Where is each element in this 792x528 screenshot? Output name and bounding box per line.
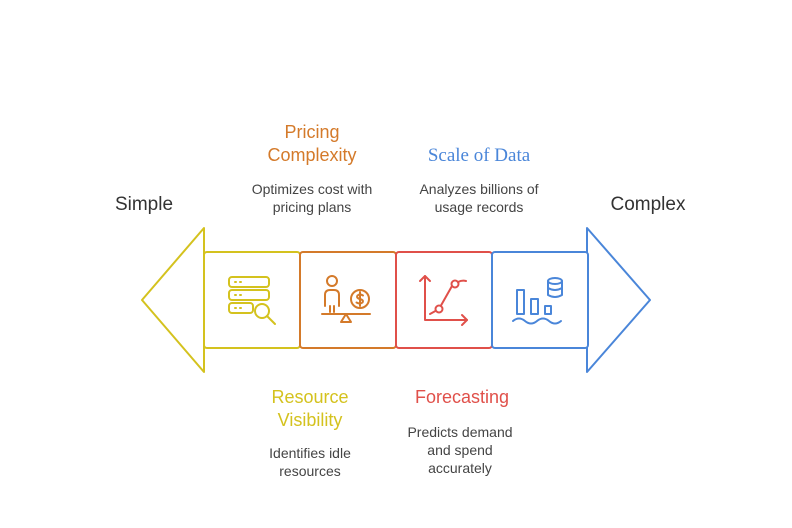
title-line: Scale of Data [427, 145, 531, 166]
step-title-pricing-complexity: Pricing Complexity [222, 121, 402, 167]
description-line: Analyzes billions of [419, 181, 539, 197]
title-line: Visibility [277, 410, 343, 430]
description-line: Optimizes cost with [251, 181, 373, 197]
step-box-scale-of-data [491, 251, 589, 349]
right-arrow-head [586, 227, 651, 373]
scale-right-label: Complex [610, 194, 686, 215]
description-line: accurately [428, 460, 492, 476]
description-line: usage records [434, 199, 524, 215]
title-line: Forecasting [414, 387, 510, 407]
description-line: Identifies idle [269, 445, 351, 461]
description-line: pricing plans [272, 199, 352, 215]
step-title-resource-visibility: Resource Visibility [220, 386, 400, 432]
step-box-pricing-complexity [299, 251, 397, 349]
step-description-scale-of-data: Analyzes billions of usage records [389, 180, 569, 216]
step-description-pricing-complexity: Optimizes cost with pricing plans [222, 180, 402, 216]
person-balance-coin-icon [321, 275, 371, 323]
title-line: Complexity [267, 145, 357, 165]
step-description-resource-visibility: Identifies idle resources [220, 444, 400, 480]
scale-left-label: Simple [114, 194, 174, 215]
trend-chart-icon [419, 275, 468, 326]
description-line: and spend [427, 442, 493, 458]
title-line: Resource [271, 387, 349, 407]
title-line: Pricing [284, 122, 340, 142]
step-title-scale-of-data: Scale of Data [389, 144, 569, 167]
step-title-forecasting: Forecasting [372, 386, 552, 409]
left-arrow-head [141, 227, 205, 373]
description-line: Predicts demand [407, 424, 513, 440]
data-lake-icon [512, 277, 563, 325]
step-description-forecasting: Predicts demand and spend accurately [370, 423, 550, 477]
description-line: resources [279, 463, 341, 479]
server-search-icon [228, 276, 276, 325]
